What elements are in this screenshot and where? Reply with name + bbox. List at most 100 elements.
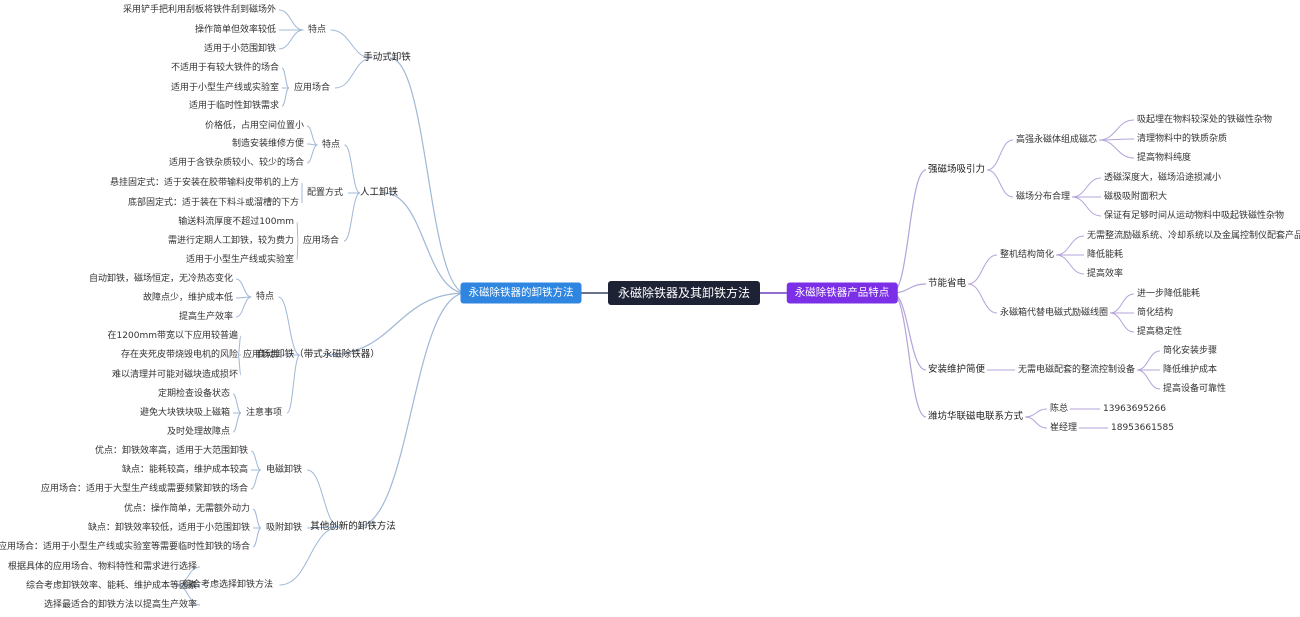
left-leaf[interactable]: 优点：操作简单，无需额外动力 [123,504,250,514]
right-leaf[interactable]: 清理物料中的铁质杂质 [1137,134,1228,144]
left-leaf[interactable]: 适用于临时性卸铁需求 [188,101,279,111]
right-subtopic-2-2[interactable]: 永磁箱代替电磁式励磁线圈 [1000,308,1109,318]
left-leaf[interactable]: 优点：卸铁效率高，适用于大范围卸铁 [94,446,248,456]
root-node[interactable]: 永磁除铁器及其卸铁方法 [607,281,761,305]
left-leaf[interactable]: 应用场合：适用于小型生产线或实验室等需要临时性卸铁的场合 [0,542,250,552]
left-leaf[interactable]: 在1200mm带宽以下应用较普遍 [107,331,238,341]
right-branch-node[interactable]: 永磁除铁器产品特点 [786,282,898,304]
left-leaf[interactable]: 根据具体的应用场合、物料特性和需求进行选择 [7,562,197,572]
left-subtopic-4-3[interactable]: 综合考虑选择卸铁方法 [182,580,274,590]
right-leaf[interactable]: 简化结构 [1137,308,1174,318]
left-topic-4[interactable]: 其他创新的卸铁方法 [310,521,396,532]
left-leaf[interactable]: 需进行定期人工卸铁，较为费力 [167,236,294,246]
left-subtopic-3-1[interactable]: 特点 [255,292,275,302]
right-subtopic-2-1[interactable]: 整机结构简化 [1000,250,1055,260]
left-leaf[interactable]: 制造安装维修方便 [231,139,304,149]
connector-line [235,296,252,318]
right-leaf[interactable]: 18953661585 [1111,423,1174,433]
connector-line [383,192,467,294]
left-leaf[interactable]: 不适用于有较大铁件的场合 [170,63,279,73]
connector-line [1098,119,1135,141]
connector-line [278,9,304,31]
connector-line [986,169,1014,198]
left-leaf[interactable]: 定期检查设备状态 [157,389,230,399]
right-subtopic-4-1[interactable]: 陈总 [1050,404,1069,414]
left-topic-2[interactable]: 人工卸铁 [359,187,399,198]
left-subtopic-1-2[interactable]: 应用场合 [293,83,331,93]
connector-line [344,144,361,194]
left-subtopic-2-3[interactable]: 应用场合 [302,236,340,246]
left-leaf[interactable]: 输送料流厚度不超过100mm [178,217,294,227]
right-leaf[interactable]: 简化安装步骤 [1163,346,1218,356]
left-leaf[interactable]: 提高生产效率 [178,312,233,322]
left-leaf[interactable]: 操作简单但效率较低 [194,25,276,35]
left-leaf[interactable]: 适用于含铁杂质较小、较少的场合 [168,158,304,168]
right-leaf[interactable]: 提高设备可靠性 [1163,384,1227,394]
right-leaf[interactable]: 进一步降低能耗 [1137,289,1201,299]
right-leaf[interactable]: 降低能耗 [1087,250,1124,260]
connector-line [330,29,373,59]
left-leaf[interactable]: 缺点：能耗较高，维护成本较高 [121,465,248,475]
connector-line [232,393,242,414]
right-subtopic-3-1[interactable]: 无需电磁配套的整流控制设备 [1018,365,1136,375]
right-leaf[interactable]: 13963695266 [1103,404,1166,414]
right-topic-3[interactable]: 安装维护简便 [928,364,986,375]
connector-line [1024,416,1048,429]
connector-line [967,254,998,285]
right-topic-2[interactable]: 节能省电 [928,278,967,289]
right-leaf[interactable]: 无需整流励磁系统、冷却系统以及金属控制仪配套产品 [1087,231,1300,241]
left-leaf[interactable]: 避免大块铁块吸上磁箱 [139,408,230,418]
left-leaf[interactable]: 故障点少，维护成本低 [142,293,233,303]
right-topic-1[interactable]: 强磁场吸引力 [928,164,986,175]
left-subtopic-3-3[interactable]: 注意事项 [245,408,283,418]
left-leaf[interactable]: 自动卸铁，磁场恒定，无冷热态变化 [88,274,233,284]
connector-line [278,29,304,50]
connector-line [1071,196,1102,217]
left-leaf[interactable]: 难以清理并可能对磁块造成损坏 [111,370,238,380]
left-leaf[interactable]: 及时处理故障点 [166,427,230,437]
right-leaf[interactable]: 透磁深度大，磁场沿途损减小 [1104,173,1222,183]
left-leaf[interactable]: 适用于小型生产线或实验室 [170,83,279,93]
right-leaf[interactable]: 保证有足够时间从运动物料中吸起铁磁性杂物 [1104,211,1285,221]
left-leaf[interactable]: 采用铲手把利用刮板将铁件刮到磁场外 [122,5,276,15]
left-subtopic-1-1[interactable]: 特点 [307,25,327,35]
left-leaf[interactable]: 缺点：卸铁效率较低，适用于小范围卸铁 [87,523,250,533]
left-subtopic-4-1[interactable]: 电磁卸铁 [265,465,303,475]
left-subtopic-2-2[interactable]: 配置方式 [306,188,344,198]
left-subtopic-4-2[interactable]: 吸附卸铁 [265,523,303,533]
left-leaf[interactable]: 适用于小型生产线或实验室 [185,255,294,265]
right-topic-4[interactable]: 潍坊华联磁电联系方式 [928,411,1024,422]
right-subtopic-4-2[interactable]: 崔经理 [1050,423,1078,433]
connector-line [281,67,290,89]
connector-line [279,526,341,586]
right-leaf[interactable]: 提高效率 [1087,269,1124,279]
left-leaf[interactable]: 选择最适合的卸铁方法以提高生产效率 [43,600,197,610]
connector-line [334,57,373,89]
connector-line [325,292,467,356]
right-leaf[interactable]: 提高稳定性 [1137,327,1183,337]
left-subtopic-2-1[interactable]: 特点 [321,140,341,150]
right-subtopic-1-1[interactable]: 高强永磁体组成磁芯 [1016,135,1098,145]
left-branch-node[interactable]: 永磁除铁器的卸铁方法 [460,282,582,304]
left-leaf[interactable]: 适用于小范围卸铁 [203,44,276,54]
left-leaf[interactable]: 价格低，占用空间位置小 [204,121,304,131]
connector-line [1109,312,1135,333]
right-subtopic-1-2[interactable]: 磁场分布合理 [1016,192,1071,202]
left-leaf[interactable]: 底部固定式：适于装在下料斗或溜槽的下方 [127,198,299,208]
right-leaf[interactable]: 提高物料纯度 [1137,153,1192,163]
connector-line [286,354,301,414]
right-leaf[interactable]: 磁极吸附面积大 [1104,192,1168,202]
right-leaf[interactable]: 吸起埋在物料较深处的铁磁性杂物 [1137,115,1273,125]
left-topic-1[interactable]: 手动式卸铁 [363,52,411,63]
right-leaf[interactable]: 降低维护成本 [1163,365,1218,375]
left-topic-3[interactable]: 自动卸铁（带式永磁除铁器） [256,349,380,360]
left-leaf[interactable]: 综合考虑卸铁效率、能耗、维护成本等因素 [25,581,197,591]
left-leaf[interactable]: 存在夹死皮带烧毁电机的风险 [120,350,238,360]
connector-line [278,296,301,356]
left-leaf[interactable]: 应用场合：适用于大型生产线或需要频繁卸铁的场合 [40,484,248,494]
left-subtopic-3-2[interactable]: 应用场合 [242,350,280,360]
left-leaf[interactable]: 悬挂固定式：适于安装在胶带输料皮带机的上方 [109,178,299,188]
connector-line [237,354,242,376]
connector-line [1024,408,1048,418]
connector-line [281,87,290,107]
